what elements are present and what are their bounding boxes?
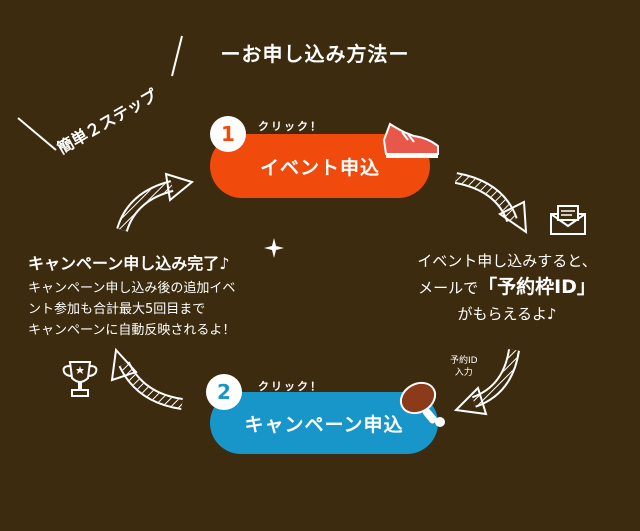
arrow-info-to-step2 bbox=[453, 348, 520, 416]
arrow-note-line1: 予約ID bbox=[450, 356, 478, 366]
reservation-info-line3: がもらえるよ♪ bbox=[457, 305, 557, 323]
arrow-note-line2: 入力 bbox=[454, 368, 473, 378]
event-apply-button[interactable]: イベント申込 bbox=[210, 134, 430, 198]
step1-badge: 1 bbox=[210, 116, 246, 152]
envelope-icon bbox=[550, 205, 586, 235]
reservation-info-line2: メールで「予約枠ID」 bbox=[392, 274, 622, 301]
page-title: ーお申し込み方法ー bbox=[220, 42, 410, 66]
step2-badge: 2 bbox=[206, 374, 242, 410]
campaign-apply-label: キャンペーン申込 bbox=[244, 413, 404, 436]
reservation-info-prefix: メールで bbox=[418, 279, 479, 297]
step1-number: 1 bbox=[221, 122, 235, 146]
reservation-id-highlight: 「予約枠ID」 bbox=[478, 276, 596, 298]
campaign-note-line: ント参加も合計最大5回目まで bbox=[28, 302, 206, 317]
step2-click-hint: クリック！ bbox=[258, 380, 323, 393]
campaign-note-line: キャンペーンに自動反映されるよ！ bbox=[28, 323, 236, 338]
event-apply-label: イベント申込 bbox=[259, 156, 380, 179]
arrow-step1-to-info bbox=[454, 172, 528, 235]
reservation-info-line1: イベント申し込みすると、 bbox=[417, 252, 597, 270]
trophy-icon bbox=[62, 361, 98, 397]
arrow-complete-to-step1 bbox=[116, 172, 195, 232]
campaign-complete-heading: キャンペーン申し込み完了♪ bbox=[28, 254, 230, 273]
step2-number: 2 bbox=[217, 380, 231, 404]
campaign-complete-info: キャンペーン申し込み完了♪ キャンペーン申し込み後の追加イベ ント参加も合計最大… bbox=[28, 250, 308, 341]
arrow-note: 予約ID 入力 bbox=[450, 355, 478, 379]
step1-click-hint: クリック！ bbox=[258, 120, 323, 133]
arrow-step2-to-complete bbox=[110, 347, 184, 410]
sneaker-icon bbox=[382, 122, 439, 158]
campaign-note-line: キャンペーン申し込み後の追加イベ bbox=[28, 281, 236, 296]
sparkle-icon bbox=[264, 238, 284, 258]
reservation-id-info: イベント申し込みすると、 メールで「予約枠ID」 がもらえるよ♪ bbox=[392, 248, 622, 327]
meat-icon bbox=[399, 381, 445, 427]
